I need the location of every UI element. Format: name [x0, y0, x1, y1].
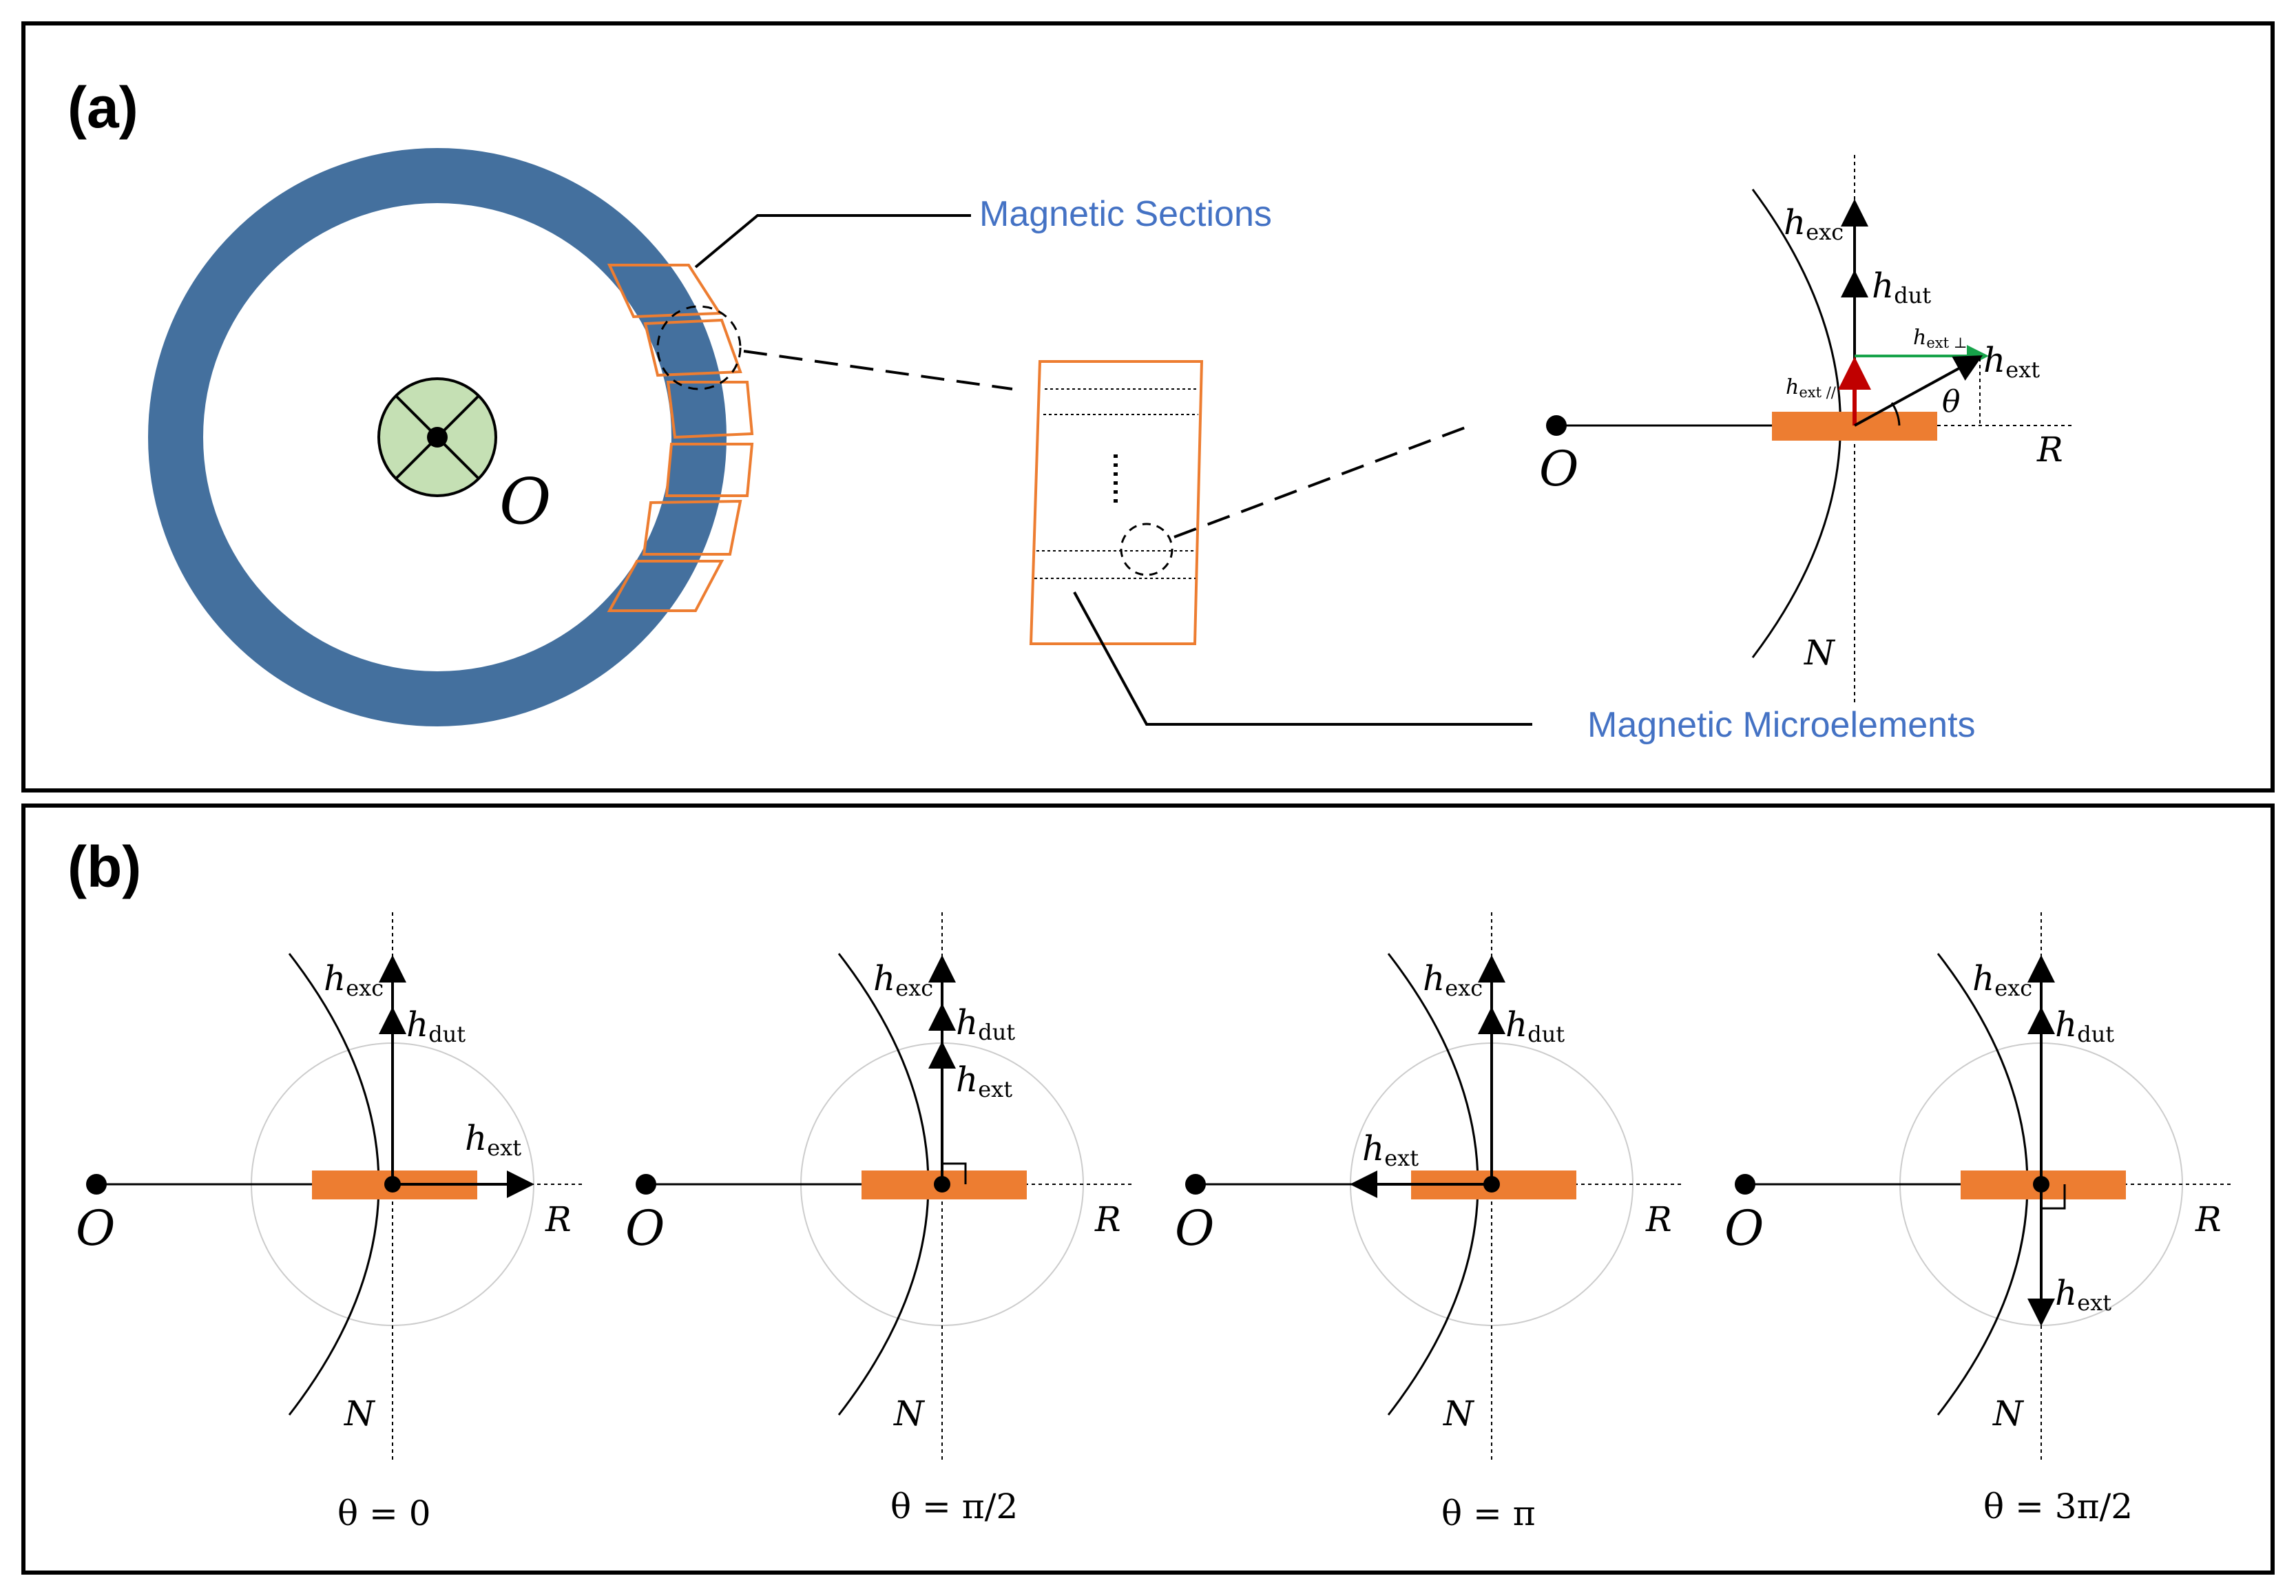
- label-h-dut-b4: hdut: [2055, 1005, 2114, 1047]
- case-theta-0: [86, 912, 585, 1460]
- label-h-exc-a: hexc: [1784, 202, 1844, 245]
- panel-a-label: (a): [67, 75, 138, 140]
- label-origin-b4: O: [1724, 1200, 1764, 1257]
- zoom-circle-element: [1120, 523, 1173, 576]
- label-h-ext-b3: hext: [1362, 1128, 1419, 1171]
- label-h-ext-b4: hext: [2055, 1273, 2111, 1316]
- label-h-ext-perp: hext ⊥: [1913, 326, 1967, 351]
- label-h-dut-b2: hdut: [956, 1002, 1015, 1045]
- panel-a: (a) O Magnetic Sections: [21, 21, 2275, 792]
- label-h-dut-b3: hdut: [1505, 1005, 1565, 1047]
- label-normal-b4: N: [1992, 1394, 2025, 1434]
- caption-case-3: θ = π: [1441, 1493, 1536, 1533]
- zoom-line-1: [743, 350, 1013, 390]
- label-normal-a: N: [1804, 633, 1836, 673]
- caption-case-2: θ = π/2: [890, 1487, 1018, 1526]
- label-h-exc-b3: hexc: [1423, 958, 1483, 1001]
- label-theta-a: θ: [1942, 384, 1961, 419]
- label-radial-a: R: [2036, 430, 2063, 470]
- label-h-ext-b1: hext: [465, 1118, 521, 1161]
- label-h-exc-b2: hexc: [873, 958, 933, 1001]
- label-h-exc-b1: hexc: [324, 958, 384, 1001]
- label-normal-b1: N: [344, 1394, 376, 1434]
- label-radial-b4: R: [2195, 1199, 2222, 1239]
- callout-line-microelements: [1073, 591, 1532, 726]
- label-h-ext-b2: hext: [956, 1060, 1012, 1102]
- panel-b-label: (b): [67, 834, 141, 899]
- label-origin-b2: O: [625, 1200, 665, 1257]
- label-h-ext-par: hext //: [1786, 375, 1837, 401]
- callout-line-sections: [694, 214, 971, 269]
- label-origin-b1: O: [76, 1200, 115, 1257]
- label-normal-b3: N: [1443, 1394, 1475, 1434]
- label-h-ext-a: hext: [1983, 340, 2040, 383]
- zoom-line-2: [1173, 426, 1468, 538]
- case-theta-pi: [1185, 912, 1684, 1460]
- label-radial-b1: R: [545, 1199, 572, 1239]
- center-label: O: [499, 465, 551, 538]
- label-radial-b3: R: [1645, 1199, 1672, 1239]
- callout-magnetic-sections: Magnetic Sections: [979, 194, 1272, 234]
- zoom-circle-ring: [656, 305, 742, 390]
- vector-diagram-a: [1546, 155, 2073, 702]
- label-radial-b2: R: [1094, 1199, 1121, 1239]
- caption-case-4: θ = 3π/2: [1983, 1487, 2133, 1526]
- label-h-dut-a: hdut: [1872, 266, 1931, 308]
- label-origin-a: O: [1539, 441, 1578, 497]
- label-origin-b3: O: [1175, 1200, 1214, 1257]
- label-h-dut-b1: hdut: [406, 1005, 466, 1047]
- caption-case-1: θ = 0: [337, 1493, 431, 1533]
- zoomed-section: [1029, 360, 1204, 645]
- label-normal-b2: N: [893, 1394, 926, 1434]
- case-theta-pi-2: [636, 912, 1135, 1460]
- center-hub-icon: [377, 377, 497, 497]
- case-theta-3pi-2: [1735, 912, 2234, 1460]
- callout-magnetic-microelements: Magnetic Microelements: [1587, 705, 1976, 745]
- label-h-exc-b4: hexc: [1972, 958, 2032, 1001]
- panel-b: (b) hexc hdut hext O R N θ = 0: [21, 804, 2275, 1575]
- origin-dot-a: [1546, 415, 1567, 436]
